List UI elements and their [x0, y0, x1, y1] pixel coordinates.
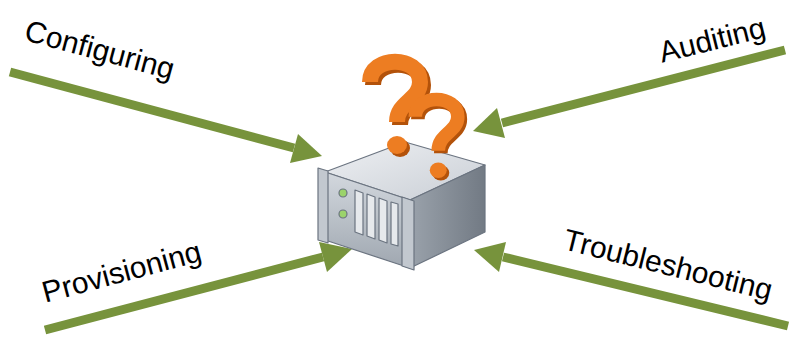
drive-bay — [391, 202, 398, 246]
rack-ear — [318, 168, 328, 243]
arrow-label: Troubleshooting — [560, 224, 775, 307]
arrows — [10, 50, 788, 330]
drive-bay — [355, 190, 363, 235]
arrow-head — [473, 108, 505, 138]
arrow-head — [290, 134, 322, 163]
server-icon — [318, 142, 485, 270]
question-dot — [430, 163, 447, 178]
drive-bay — [367, 194, 375, 239]
rack-ear — [402, 197, 414, 270]
arrow-label: Auditing — [656, 11, 769, 68]
drive-bay — [379, 198, 387, 243]
arrow-head — [474, 242, 506, 272]
status-led — [339, 210, 347, 218]
status-led — [339, 189, 347, 197]
arrow-shaft — [10, 72, 294, 148]
question-hook — [415, 99, 458, 150]
question-dot — [387, 136, 407, 154]
question-marks — [370, 62, 460, 181]
server-side — [410, 165, 485, 268]
arrow-label: Configuring — [22, 15, 178, 86]
arrow-shaft — [502, 50, 785, 123]
question-mark — [415, 99, 460, 180]
server-front — [325, 172, 410, 268]
arrow-label: Provisioning — [39, 235, 205, 308]
